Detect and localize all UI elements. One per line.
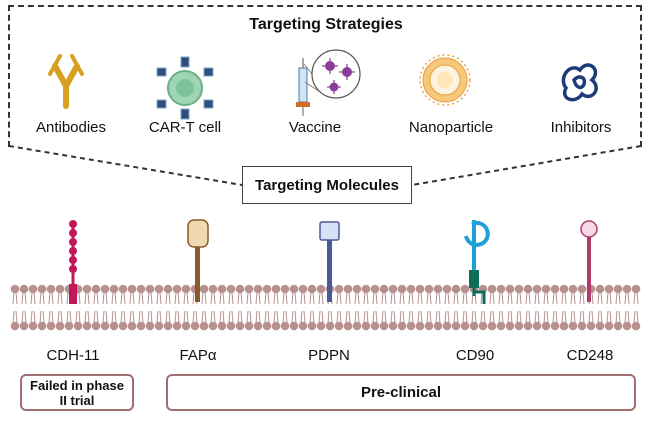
targeting-strategies-box <box>8 5 642 147</box>
targeting-molecules-label: Targeting Molecules <box>255 176 399 194</box>
strategy-icons <box>48 49 598 120</box>
strategy-label-nanoparticle: Nanoparticle <box>408 119 494 136</box>
strategy-label-vaccine: Vaccine <box>288 119 342 136</box>
fap-receptor-icon <box>187 219 209 302</box>
lipid-bilayer <box>10 284 641 331</box>
cdh11-receptor-icon <box>69 220 77 304</box>
status-failed-label: Failed in phase II trial <box>30 377 124 408</box>
antibody-icon <box>48 54 84 109</box>
strategy-label-car-t-cell: CAR-T cell <box>148 119 222 136</box>
molecule-label-cdh11: CDH-11 <box>46 347 100 364</box>
car-t-cell-icon <box>156 56 214 120</box>
molecule-label-pdpn: PDPN <box>308 347 350 364</box>
cd248-receptor-icon <box>580 220 598 302</box>
nanoparticle-icon <box>419 54 471 106</box>
strategies-title: Targeting Strategies <box>249 16 403 33</box>
inhibitor-icon <box>561 63 598 102</box>
status-preclinical-label: Pre-clinical <box>360 384 442 401</box>
pdpn-receptor-icon <box>319 221 340 302</box>
targeting-molecules-box: Targeting Molecules <box>242 166 412 204</box>
molecule-label-cd248: CD248 <box>566 347 614 364</box>
status-badge-failed: Failed in phase II trial <box>20 374 134 411</box>
status-badge-preclinical: Pre-clinical <box>166 374 636 411</box>
cd90-receptor-icon <box>464 220 490 304</box>
molecule-label-cd90: CD90 <box>455 347 495 364</box>
molecule-label-fap: FAPα <box>179 347 217 364</box>
strategy-label-inhibitors: Inhibitors <box>550 119 612 136</box>
vaccine-icon <box>296 49 361 116</box>
strategy-label-antibodies: Antibodies <box>35 119 107 136</box>
